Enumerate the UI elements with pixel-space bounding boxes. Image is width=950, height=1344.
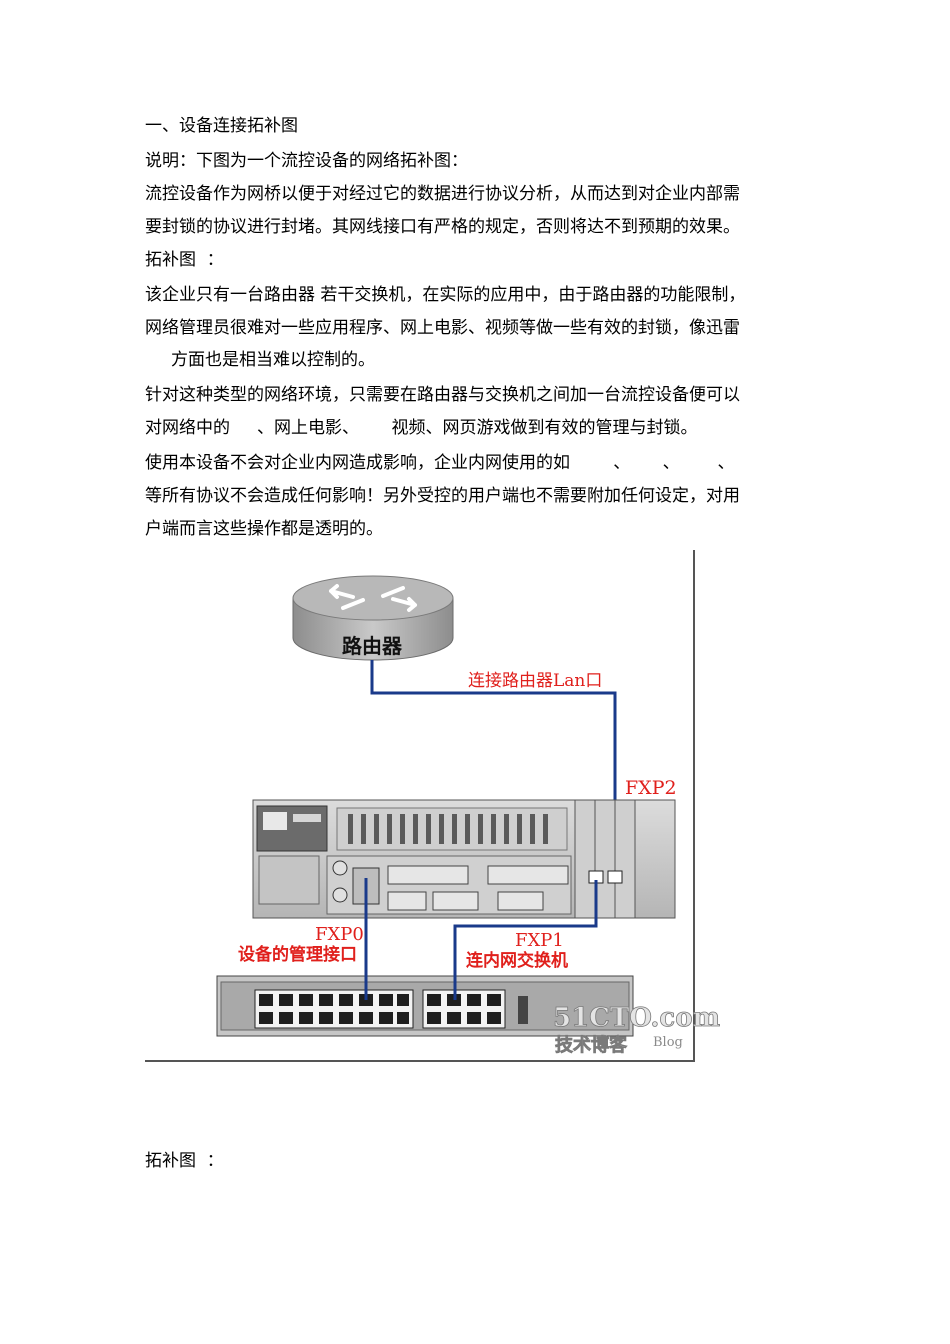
flow-control-device bbox=[252, 799, 676, 919]
text-line: 流控设备作为网桥以便于对经过它的数据进行协议分析，从而达到对企业内部需 bbox=[145, 184, 740, 204]
topology-figure: 路由器 连接路由器Lan口 FXP2 bbox=[145, 550, 720, 1062]
lan-port-label: 连接路由器Lan口 bbox=[468, 671, 602, 691]
watermark-site: 51CTO.com bbox=[553, 1003, 720, 1033]
fxp1-desc: 连内网交换机 bbox=[466, 950, 568, 971]
text-line: 针对这种类型的网络环境，只需要在路由器与交换机之间加一台流控设备便可以 bbox=[145, 385, 740, 405]
fxp2-label: FXP2 bbox=[625, 777, 677, 799]
router-icon bbox=[292, 575, 454, 661]
text-line: 等所有协议不会造成任何影响！另外受控的用户端也不需要附加任何设定，对用 bbox=[145, 486, 740, 506]
text-line: 说明：下图为一个流控设备的网络拓补图： bbox=[145, 151, 468, 171]
text-line: 对网络中的 、网上电影、 视频、网页游戏做到有效的管理与封锁。 bbox=[145, 418, 698, 438]
chassis-vent-slots bbox=[348, 814, 548, 844]
fxp0-desc: 设备的管理接口 bbox=[238, 944, 357, 965]
footer-label: 拓补图 ： bbox=[145, 1151, 224, 1171]
text-line: 拓补图 ： bbox=[145, 250, 224, 270]
router-label: 路由器 bbox=[342, 634, 403, 658]
watermark-blog: 技术博客 bbox=[555, 1034, 628, 1056]
text-line: 网络管理员很难对一些应用程序、网上电影、视频等做一些有效的封锁，像迅雷 bbox=[145, 318, 740, 338]
fxp1-label: FXP1 bbox=[515, 930, 564, 951]
text-line: 要封锁的协议进行封堵。其网线接口有严格的规定，否则将达不到预期的效果。 bbox=[145, 217, 740, 237]
page-heading: 一、设备连接拓补图 bbox=[145, 116, 298, 136]
text-line: 使用本设备不会对企业内网造成影响，企业内网使用的如 、 、 、 bbox=[145, 453, 735, 473]
cable-router-fxp2 bbox=[370, 660, 617, 878]
text-line: 方面也是相当难以控制的。 bbox=[171, 350, 375, 370]
fxp0-label: FXP0 bbox=[315, 924, 364, 945]
text-line: 该企业只有一台路由器 若干交换机，在实际的应用中，由于路由器的功能限制， bbox=[145, 285, 746, 305]
watermark-blog-en: Blog bbox=[653, 1035, 683, 1050]
cable-fxp1 bbox=[453, 880, 598, 1000]
text-line: 户端而言这些操作都是透明的。 bbox=[145, 519, 383, 539]
